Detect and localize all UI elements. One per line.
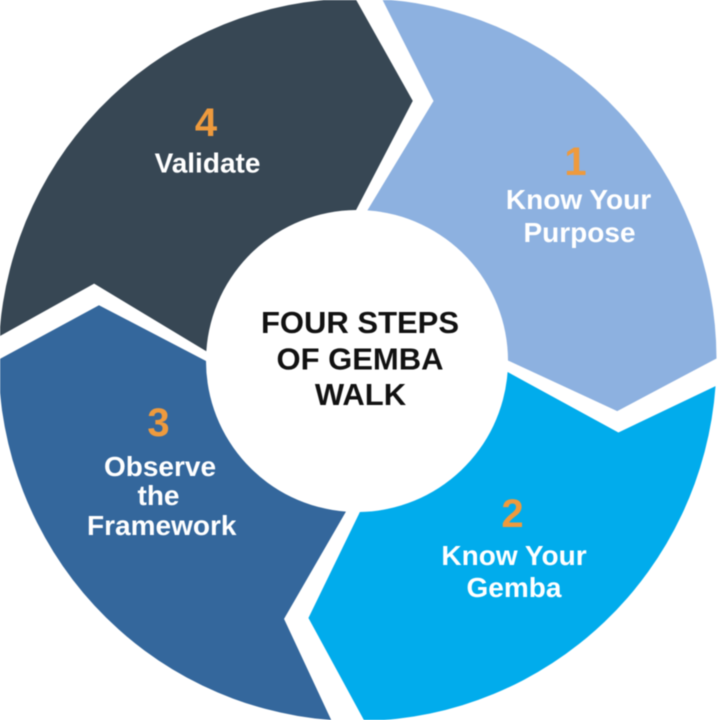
svg-text:2: 2: [501, 492, 523, 536]
svg-text:1: 1: [564, 140, 586, 184]
svg-text:OF GEMBA: OF GEMBA: [276, 342, 443, 377]
svg-text:4: 4: [195, 101, 218, 145]
svg-text:Know Your: Know Your: [506, 184, 651, 215]
svg-text:FOUR STEPS: FOUR STEPS: [261, 305, 459, 340]
svg-text:3: 3: [147, 401, 169, 445]
svg-text:Know Your: Know Your: [441, 540, 586, 571]
svg-text:WALK: WALK: [315, 377, 407, 412]
svg-text:Gemba: Gemba: [467, 572, 562, 603]
svg-text:Purpose: Purpose: [523, 217, 635, 248]
svg-text:Validate: Validate: [155, 148, 261, 179]
svg-text:the: the: [138, 480, 180, 511]
svg-text:Observe: Observe: [104, 451, 216, 482]
svg-text:Framework: Framework: [87, 510, 237, 541]
